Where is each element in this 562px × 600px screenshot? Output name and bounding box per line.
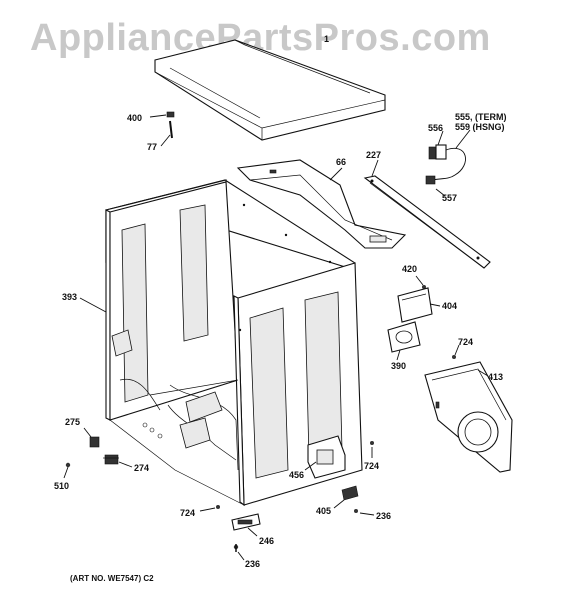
part-390-plate bbox=[387, 321, 421, 353]
callout-724-c: 724 bbox=[180, 508, 195, 518]
part-510-screw bbox=[65, 462, 71, 468]
callout-724-a: 724 bbox=[458, 337, 473, 347]
art-number: (ART NO. WE7547) C2 bbox=[70, 574, 154, 583]
callout-413: 413 bbox=[488, 372, 503, 382]
callout-77: 77 bbox=[147, 142, 157, 152]
callout-556: 556 bbox=[428, 123, 443, 133]
callout-400: 400 bbox=[127, 113, 142, 123]
callout-555: 555, (TERM) bbox=[455, 112, 507, 122]
callout-510: 510 bbox=[54, 481, 69, 491]
top-panel bbox=[154, 39, 386, 141]
callout-part-1: 1 bbox=[324, 34, 329, 44]
callout-557: 557 bbox=[442, 193, 457, 203]
callout-420: 420 bbox=[402, 264, 417, 274]
callout-393: 393 bbox=[62, 292, 77, 302]
part-246-switch bbox=[231, 513, 261, 531]
part-724-screw-c bbox=[216, 505, 220, 509]
part-413-front-panel bbox=[424, 361, 513, 473]
part-274-part bbox=[103, 454, 119, 465]
callout-559: 559 (HSNG) bbox=[455, 122, 505, 132]
part-420-screw bbox=[422, 285, 426, 289]
part-227-rail bbox=[363, 175, 491, 269]
part-405-bracket bbox=[341, 485, 359, 501]
callout-236-a: 236 bbox=[376, 511, 391, 521]
part-236-screw-a bbox=[354, 509, 358, 513]
callout-390: 390 bbox=[391, 361, 406, 371]
callout-66: 66 bbox=[336, 157, 346, 167]
part-557-harness bbox=[425, 147, 466, 185]
part-404-panel bbox=[397, 287, 433, 323]
callout-227: 227 bbox=[366, 150, 381, 160]
part-66-bracket bbox=[236, 159, 407, 249]
part-724-screw-a bbox=[452, 355, 456, 359]
part-556-terminal-block bbox=[428, 144, 447, 160]
part-456-bracket bbox=[307, 435, 346, 479]
callout-456: 456 bbox=[289, 470, 304, 480]
callout-274: 274 bbox=[134, 463, 149, 473]
part-400-clip bbox=[166, 111, 175, 118]
callout-404: 404 bbox=[442, 301, 457, 311]
callout-236-b: 236 bbox=[245, 559, 260, 569]
part-393-cabinet bbox=[105, 179, 363, 507]
part-724-screw-b bbox=[370, 441, 374, 445]
part-236-screw-b bbox=[233, 544, 239, 552]
callout-246: 246 bbox=[259, 536, 274, 546]
part-275-connector bbox=[89, 436, 100, 448]
callout-405: 405 bbox=[316, 506, 331, 516]
part-77-screw bbox=[169, 120, 173, 139]
callout-724-b: 724 bbox=[364, 461, 379, 471]
callout-275: 275 bbox=[65, 417, 80, 427]
